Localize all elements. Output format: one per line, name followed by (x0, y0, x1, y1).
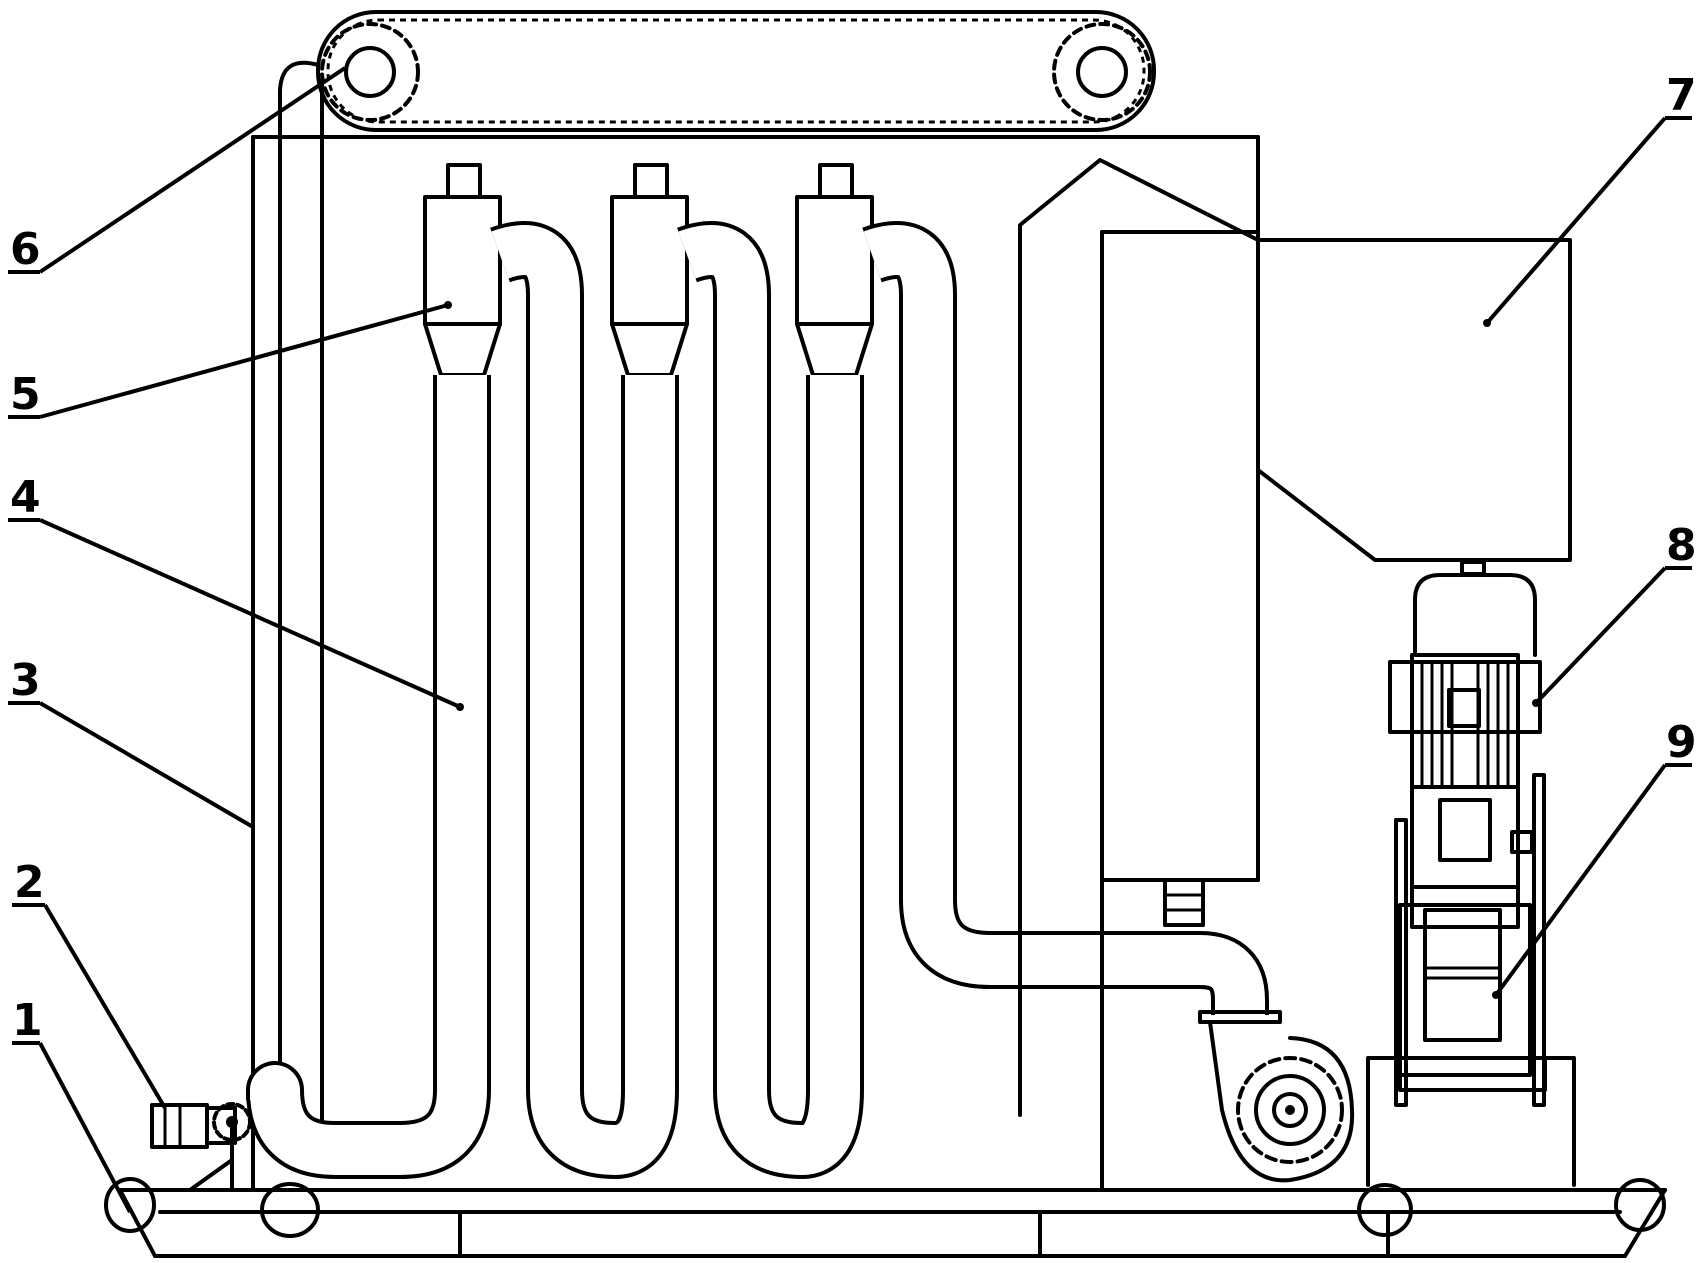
callout-7-label: 7 (1666, 70, 1697, 121)
callout-8-label: 8 (1666, 520, 1697, 571)
hopper (1256, 238, 1572, 562)
motor-fins (1420, 660, 1510, 785)
centrifugal-fan (1198, 1010, 1355, 1183)
callout-6: 6 (8, 66, 347, 275)
callout-2: 2 (12, 857, 167, 1110)
collector-tower (1018, 158, 1260, 1192)
callout-9-label: 9 (1666, 717, 1697, 768)
callout-1: 1 (12, 995, 132, 1213)
callout-5: 5 (8, 301, 452, 420)
callout-9: 9 (1492, 717, 1697, 999)
cyclone-3 (795, 163, 874, 377)
cyclone-2 (610, 163, 689, 377)
base-skid (104, 1177, 1667, 1258)
callout-3: 3 (8, 655, 255, 829)
callout-5-label: 5 (10, 369, 41, 420)
callout-8: 8 (1532, 520, 1697, 707)
motor (1388, 560, 1542, 889)
callout-7: 7 (1483, 70, 1697, 327)
cyclone-1 (423, 163, 502, 377)
wheels (104, 1177, 1666, 1238)
callout-4-label: 4 (10, 472, 41, 523)
small-drive-unit (150, 1102, 252, 1192)
callout-4: 4 (8, 472, 464, 711)
chain-drive (278, 10, 1156, 1132)
callout-6-label: 6 (10, 224, 41, 275)
callout-2-label: 2 (14, 857, 45, 908)
right-sprocket (1052, 22, 1152, 122)
callout-1-label: 1 (12, 995, 43, 1046)
cyclone-separators (423, 163, 874, 377)
serpentine-pipes (246, 221, 1269, 1179)
left-sprocket (320, 22, 420, 122)
callout-3-label: 3 (10, 655, 41, 706)
pump (1366, 773, 1576, 1187)
